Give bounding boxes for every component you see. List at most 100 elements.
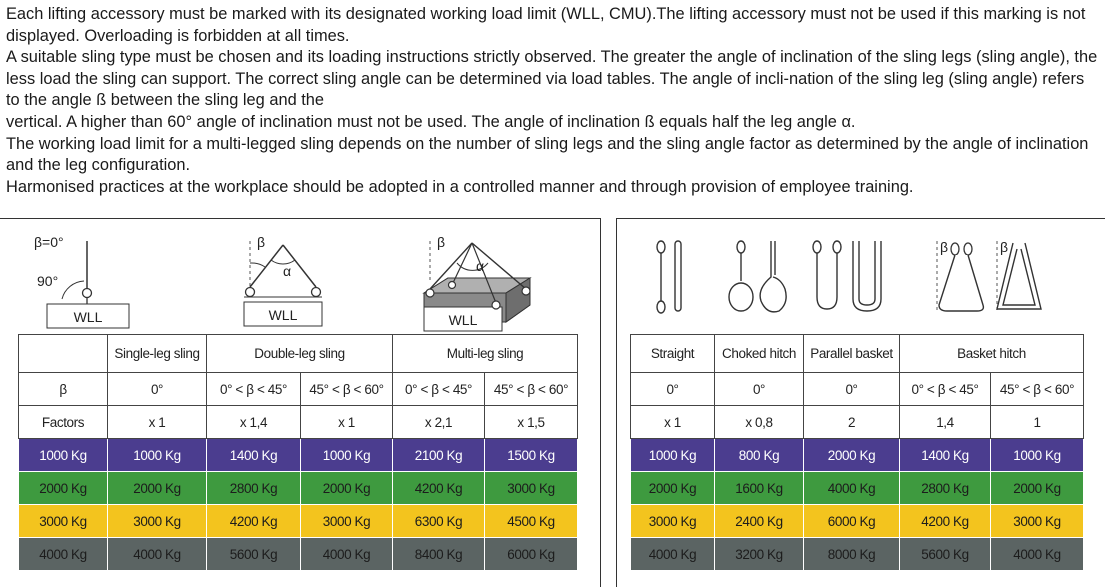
table-header-row: Single-leg sling Double-leg sling Multi-… <box>18 334 579 373</box>
table-cell: 4200 Kg <box>206 504 301 538</box>
table-cell: 8000 Kg <box>803 537 900 571</box>
table-cell: 1000 Kg <box>630 438 715 472</box>
table-cell: β <box>18 372 108 406</box>
table-row: 4000 Kg 4000 Kg 5600 Kg 4000 Kg 8400 Kg … <box>18 537 579 571</box>
header-cell: Parallel basket <box>803 334 900 373</box>
beta-row: 0° 0° 0° 0° < β < 45° 45° < β < 60° <box>630 372 1084 406</box>
table-cell: 4000 Kg <box>18 537 108 571</box>
single-beta-label: β=0° <box>34 234 64 250</box>
table-row: 1000 Kg 800 Kg 2000 Kg 1400 Kg 1000 Kg <box>630 438 1084 472</box>
table-cell: 45° < β < 60° <box>299 372 394 406</box>
intro-paragraph-1: Each lifting accessory must be marked wi… <box>6 5 1086 45</box>
multi-beta-label: β <box>437 234 445 250</box>
double-alpha-label: α <box>283 263 291 279</box>
table-cell: 4000 Kg <box>803 471 900 505</box>
table-cell: 6000 Kg <box>803 504 900 538</box>
table-cell: x 2,1 <box>392 405 486 439</box>
table-row: 2000 Kg 2000 Kg 2800 Kg 2000 Kg 4200 Kg … <box>18 471 579 505</box>
intro-text: Each lifting accessory must be marked wi… <box>6 4 1100 198</box>
chain-sling-load-table: Single-leg sling Double-leg sling Multi-… <box>18 334 579 571</box>
intro-paragraph-3: vertical. A higher than 60° angle of inc… <box>6 112 856 131</box>
table-cell: 4000 Kg <box>299 537 394 571</box>
table-cell: 1000 Kg <box>990 438 1084 472</box>
table-cell: 4500 Kg <box>484 504 579 538</box>
header-cell: Single-leg sling <box>107 334 207 373</box>
hitch-diagrams: β β <box>656 239 1042 314</box>
table-cell: Factors <box>18 405 108 439</box>
table-cell: x 1 <box>299 405 394 439</box>
intro-paragraph-5: Harmonised practices at the workplace sh… <box>6 177 914 196</box>
table-cell: 1400 Kg <box>206 438 301 472</box>
hitch-beta-label-2: β <box>1000 239 1008 255</box>
table-row: 1000 Kg 1000 Kg 1400 Kg 1000 Kg 2100 Kg … <box>18 438 579 472</box>
table-cell: 3000 Kg <box>299 504 394 538</box>
table-cell: 3000 Kg <box>630 504 715 538</box>
table-cell: 1,4 <box>899 405 991 439</box>
intro-paragraph-4: The working load limit for a multi-legge… <box>6 134 1089 175</box>
chain-sling-panel: β=0° 90° WLL β α WLL <box>0 218 601 587</box>
table-cell: 2000 Kg <box>990 471 1084 505</box>
table-cell: 1000 Kg <box>18 438 108 472</box>
beta-row: β 0° 0° < β < 45° 45° < β < 60° 0° < β <… <box>18 372 579 406</box>
choked-hitch-diagram <box>728 240 787 313</box>
table-cell: 2 <box>803 405 900 439</box>
single-angle-label: 90° <box>37 273 58 289</box>
hitch-beta-label-1: β <box>940 239 948 255</box>
table-cell: 2000 Kg <box>18 471 108 505</box>
table-cell: 1500 Kg <box>484 438 579 472</box>
double-leg-sling-diagram: β α WLL <box>243 234 323 327</box>
factors-row: x 1 x 0,8 2 1,4 1 <box>630 405 1084 439</box>
multi-leg-sling-diagram: WLL β α <box>422 234 532 332</box>
table-cell: 0° < β < 45° <box>206 372 301 406</box>
header-cell: Double-leg sling <box>205 334 394 373</box>
single-wll-label: WLL <box>74 309 103 325</box>
multi-alpha-label: α <box>476 258 484 274</box>
table-cell: x 0,8 <box>714 405 804 439</box>
table-header-row: Straight Choked hitch Parallel basket Ba… <box>630 334 1084 373</box>
straight-sling-diagram <box>656 240 682 314</box>
header-cell: Basket hitch <box>899 334 1084 373</box>
table-cell: 1600 Kg <box>714 471 804 505</box>
table-cell: 2400 Kg <box>714 504 804 538</box>
basket-hitch-diagram: β β <box>936 239 1042 312</box>
table-cell: 0° < β < 45° <box>899 372 991 406</box>
table-cell: 5600 Kg <box>206 537 301 571</box>
table-cell: 4000 Kg <box>990 537 1084 571</box>
table-cell: 4000 Kg <box>107 537 207 571</box>
table-cell: 0° < β < 45° <box>392 372 486 406</box>
double-beta-label: β <box>257 234 265 250</box>
header-cell: Multi-leg sling <box>392 334 579 373</box>
table-cell: 3000 Kg <box>18 504 108 538</box>
table-cell: 3200 Kg <box>714 537 804 571</box>
table-cell: 0° <box>714 372 804 406</box>
double-wll-label: WLL <box>269 307 298 323</box>
hook-icon <box>521 286 531 296</box>
table-cell: 4000 Kg <box>630 537 715 571</box>
table-cell: 0° <box>630 372 715 406</box>
table-cell: 3000 Kg <box>107 504 207 538</box>
table-cell: x 1 <box>107 405 207 439</box>
table-cell: 2000 Kg <box>803 438 900 472</box>
hook-icon <box>81 287 93 299</box>
table-cell: 1000 Kg <box>299 438 394 472</box>
table-row: 3000 Kg 3000 Kg 4200 Kg 3000 Kg 6300 Kg … <box>18 504 579 538</box>
hook-icon <box>447 280 457 290</box>
table-cell: 1000 Kg <box>107 438 207 472</box>
parallel-basket-diagram <box>812 240 882 312</box>
multi-wll-label: WLL <box>449 312 478 328</box>
table-cell: 1400 Kg <box>899 438 991 472</box>
table-cell: 0° <box>107 372 207 406</box>
table-cell: 0° <box>803 372 900 406</box>
table-cell: 4200 Kg <box>392 471 486 505</box>
table-cell: 45° < β < 60° <box>990 372 1084 406</box>
table-cell: 2800 Kg <box>899 471 991 505</box>
table-cell: 3000 Kg <box>484 471 579 505</box>
table-cell: 3000 Kg <box>990 504 1084 538</box>
header-cell: Straight <box>630 334 715 373</box>
table-cell: 800 Kg <box>714 438 804 472</box>
table-cell: 6300 Kg <box>392 504 486 538</box>
hook-icon <box>491 300 501 310</box>
table-cell: 4200 Kg <box>899 504 991 538</box>
table-cell: 2800 Kg <box>206 471 301 505</box>
table-row: 4000 Kg 3200 Kg 8000 Kg 5600 Kg 4000 Kg <box>630 537 1084 571</box>
